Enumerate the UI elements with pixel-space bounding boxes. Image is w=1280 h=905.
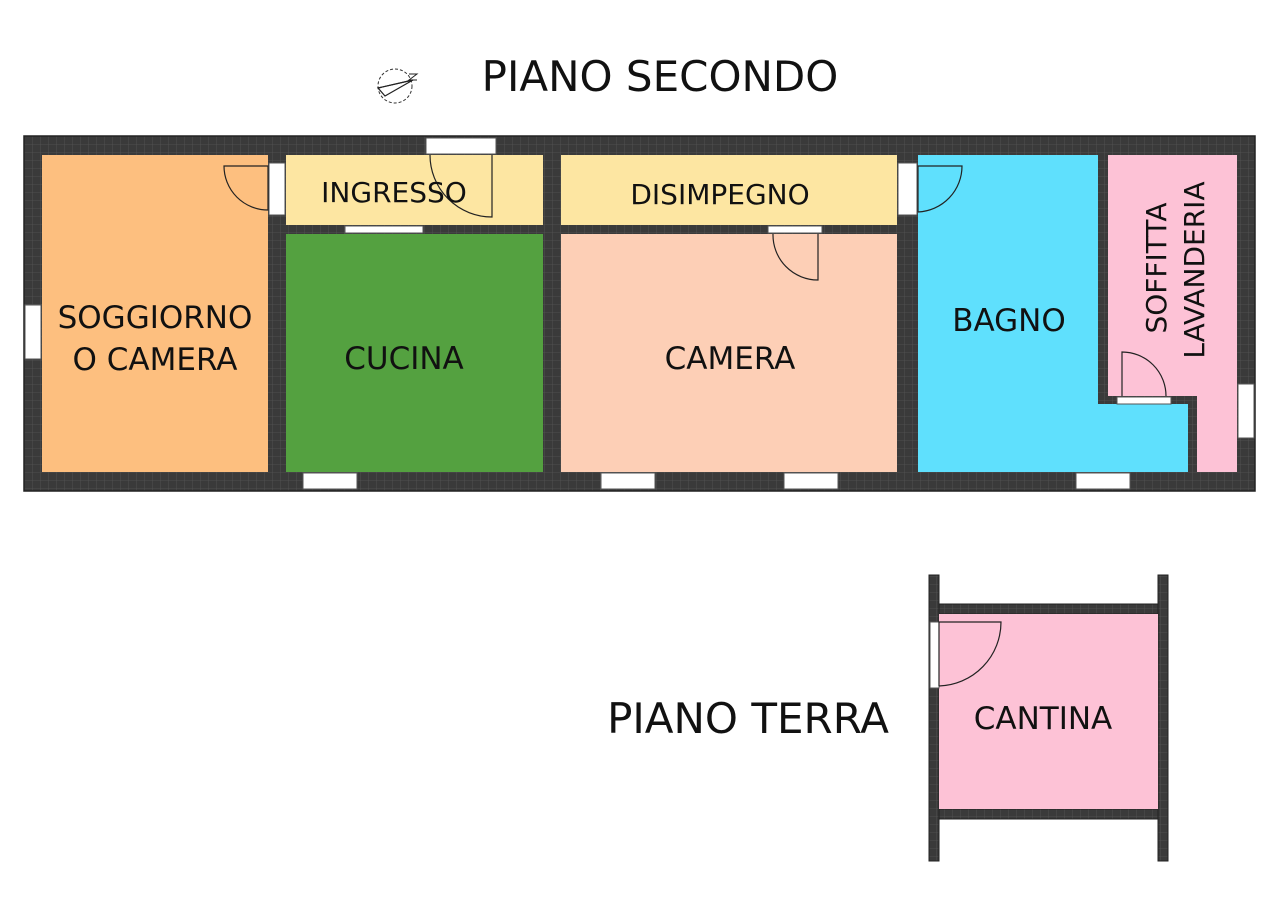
door-opening bbox=[268, 162, 286, 216]
room-soggiorno bbox=[42, 155, 268, 472]
window bbox=[24, 304, 42, 360]
ground-floor-title: PIANO TERRA bbox=[607, 694, 889, 743]
room-cucina bbox=[286, 234, 543, 472]
door-opening bbox=[1116, 396, 1172, 405]
room-camera bbox=[561, 234, 897, 472]
label-ingresso: INGRESSO bbox=[321, 176, 467, 209]
window bbox=[302, 472, 358, 490]
door-opening bbox=[929, 621, 940, 689]
room-soffitta bbox=[1108, 155, 1237, 472]
window bbox=[783, 472, 839, 490]
room-disimpegno bbox=[561, 155, 897, 225]
label-camera: CAMERA bbox=[665, 341, 796, 377]
window bbox=[1075, 472, 1131, 490]
door-swing bbox=[429, 154, 493, 218]
ground-wall-bottom bbox=[938, 808, 1159, 820]
room-bagno bbox=[918, 155, 1188, 472]
window bbox=[1237, 383, 1255, 439]
door-swing bbox=[223, 165, 269, 211]
label-soffitta: SOFFITTA bbox=[1140, 203, 1173, 334]
door-opening bbox=[344, 225, 424, 234]
upper-floor-plan bbox=[23, 135, 1256, 492]
label-soggiorno-1: SOGGIORNO bbox=[58, 300, 253, 336]
door-opening bbox=[767, 225, 823, 234]
label-cantina: CANTINA bbox=[974, 701, 1113, 737]
door-swing bbox=[772, 233, 819, 281]
ground-floor-plan bbox=[928, 574, 1169, 862]
label-disimpegno: DISIMPEGNO bbox=[630, 178, 809, 211]
label-soggiorno-2: O CAMERA bbox=[73, 342, 238, 378]
window bbox=[600, 472, 656, 490]
label-bagno: BAGNO bbox=[952, 303, 1066, 339]
room-cantina bbox=[939, 614, 1158, 809]
door-swing bbox=[938, 621, 1002, 687]
room-ingresso bbox=[286, 155, 543, 225]
north-arrow-icon bbox=[376, 68, 419, 104]
door-swing bbox=[917, 165, 963, 213]
door-swing bbox=[1121, 351, 1167, 397]
ground-wall-right bbox=[1157, 574, 1169, 862]
ground-wall-top bbox=[938, 603, 1159, 615]
window bbox=[425, 137, 497, 155]
ground-wall-left bbox=[928, 574, 940, 862]
door-opening bbox=[897, 162, 918, 216]
upper-floor-title: PIANO SECONDO bbox=[482, 52, 839, 101]
label-lavanderia: LAVANDERIA bbox=[1178, 181, 1211, 358]
label-cucina: CUCINA bbox=[344, 341, 464, 377]
